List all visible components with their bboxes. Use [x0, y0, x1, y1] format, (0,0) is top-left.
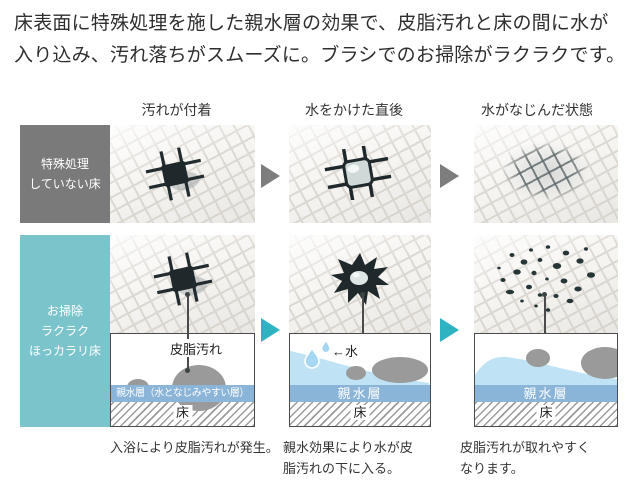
intro-line-2: 入り込み、汚れ落ちがスムーズに。ブラシでのお掃除がラクラクです。	[14, 45, 626, 66]
column-header-just-after-water: 水をかけた直後	[305, 102, 403, 118]
sebum-stain-label: 皮脂汚れ	[169, 342, 222, 357]
leader-line	[544, 296, 546, 334]
photo-treated-dirt	[110, 235, 255, 333]
arrow-right-icon	[261, 318, 280, 342]
floor-label: 床	[172, 405, 193, 420]
caption-easy-to-remove: 皮脂汚れが取れやすくなります。	[460, 440, 591, 476]
arrow-right-icon	[440, 164, 459, 188]
photo-untreated-water-on-dirt	[289, 125, 431, 223]
hydrophilic-layer-band: 親水層（水となじみやすい層）	[111, 385, 254, 402]
leader-line	[362, 296, 364, 334]
row2-label-line2: ラクラク	[40, 324, 89, 338]
wave-and-blobs-icon	[475, 347, 617, 394]
leader-dot	[185, 368, 190, 373]
row2-label-line1: お掃除	[46, 304, 83, 318]
arrow-right-icon	[261, 164, 280, 188]
row-label-hokkarari-floor: お掃除 ラクラク ほっカラリ床	[20, 235, 110, 427]
water-and-blobs-icon	[290, 338, 429, 394]
intro-line-1: 床表面に特殊処理を施した親水層の効果で、皮脂汚れと床の間に水が	[14, 13, 609, 34]
caption-dirt-occurs: 入浴により皮脂汚れが発生。	[110, 440, 279, 455]
water-label: ←水	[332, 344, 359, 359]
leader-line	[187, 296, 189, 339]
photo-untreated-dirt-spread	[474, 125, 618, 223]
leader-line	[187, 357, 189, 370]
caption-water-enters: 親水効果により水が皮脂汚れの下に入る。	[283, 440, 413, 476]
photo-untreated-dirt	[110, 125, 255, 223]
diagram-water-under-sebum: 親水層 床 ←水	[289, 333, 431, 427]
hydrophilic-layer-band: 親水層	[290, 385, 430, 402]
dirt-hash-icon	[145, 147, 205, 201]
arrow-right-icon	[440, 318, 459, 342]
hydrophilic-layer-band: 親水層	[475, 385, 617, 402]
floor-label: 床	[350, 405, 370, 420]
photo-treated-dirt-broken-up	[474, 235, 618, 333]
photo-treated-water-under-dirt	[289, 235, 431, 333]
leader-dot	[185, 292, 190, 297]
dirt-hash-icon	[153, 252, 213, 306]
floor-label: 床	[536, 405, 556, 420]
row-label-untreated-floor: 特殊処理 していない床	[20, 125, 110, 223]
leader-dot	[360, 292, 365, 297]
diagram-sebum-lifted: 親水層 床	[474, 333, 618, 427]
row1-label-line1: 特殊処理	[40, 157, 89, 171]
wet-grid-stain-icon	[474, 125, 618, 223]
leader-dot	[542, 292, 547, 297]
dirt-spiky-blob-icon	[331, 253, 389, 305]
dirt-specks-icon	[497, 245, 595, 312]
row2-label-line3: ほっカラリ床	[28, 344, 101, 358]
column-header-dirt-attached: 汚れが付着	[141, 102, 212, 118]
intro-paragraph: 床表面に特殊処理を施した親水層の効果で、皮脂汚れと床の間に水が 入り込み、汚れ落…	[14, 8, 634, 72]
row1-label-line2: していない床	[29, 177, 101, 191]
diagram-sebum-on-layer: 親水層（水となじみやすい層） 床 皮脂汚れ	[110, 333, 255, 427]
column-header-water-settled: 水がなじんだ状態	[481, 102, 593, 118]
dirt-water-bead-icon	[324, 146, 392, 200]
